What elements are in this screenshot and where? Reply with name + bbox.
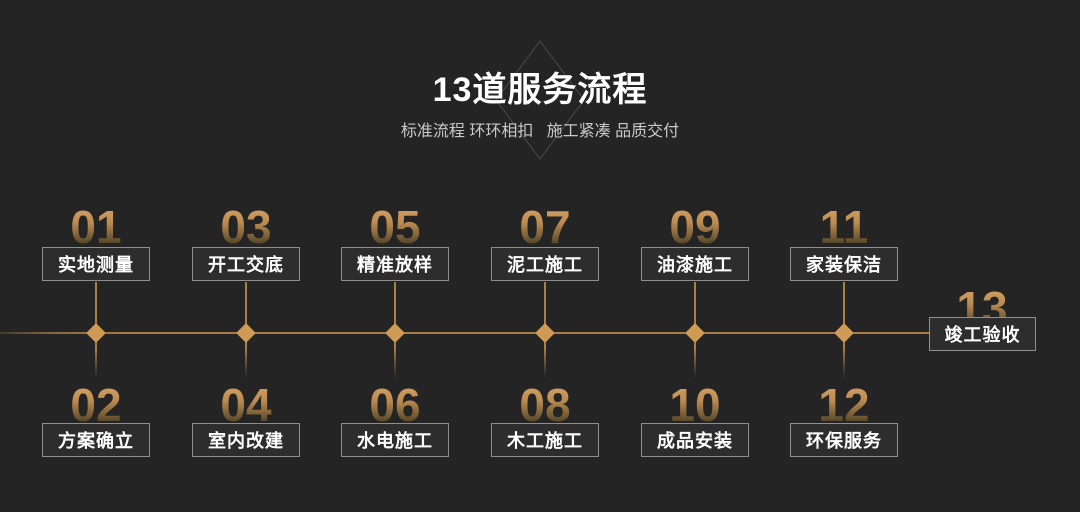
step-number-07: 07 [470,204,620,250]
step-number-06: 06 [320,382,470,428]
step-label-08: 木工施工 [491,423,599,457]
timeline-diamond-marker-icon [385,323,405,343]
timeline-diamond-marker-icon [685,323,705,343]
timeline-diamond-marker-icon [86,323,106,343]
step-label-10: 成品安装 [641,423,749,457]
step-label-11: 家装保洁 [790,247,898,281]
step-number-02: 02 [21,382,171,428]
step-label-05: 精准放样 [341,247,449,281]
step-label-07: 泥工施工 [491,247,599,281]
step-label-12: 环保服务 [790,423,898,457]
step-number-05: 05 [320,204,470,250]
step-number-11: 11 [769,204,919,250]
step-number-09: 09 [620,204,770,250]
step-number-04: 04 [171,382,321,428]
step-label-03: 开工交底 [192,247,300,281]
step-number-12: 12 [769,382,919,428]
step-label-09: 油漆施工 [641,247,749,281]
page-title: 13道服务流程 [432,71,648,109]
step-label-06: 水电施工 [341,423,449,457]
timeline-diamond-marker-icon [236,323,256,343]
page-subtitle: 标准流程 环环相扣 施工紧凑 品质交付 [400,123,680,140]
timeline-line [0,332,929,334]
step-label-02: 方案确立 [42,423,150,457]
timeline-diamond-marker-icon [834,323,854,343]
step-label-01: 实地测量 [42,247,150,281]
step-number-10: 10 [620,382,770,428]
step-number-08: 08 [470,382,620,428]
step-label-13: 竣工验收 [929,317,1036,351]
title-diamond-outline-icon [495,40,585,160]
step-number-03: 03 [171,204,321,250]
timeline-diamond-marker-icon [535,323,555,343]
step-label-04: 室内改建 [192,423,300,457]
step-number-01: 01 [21,204,171,250]
